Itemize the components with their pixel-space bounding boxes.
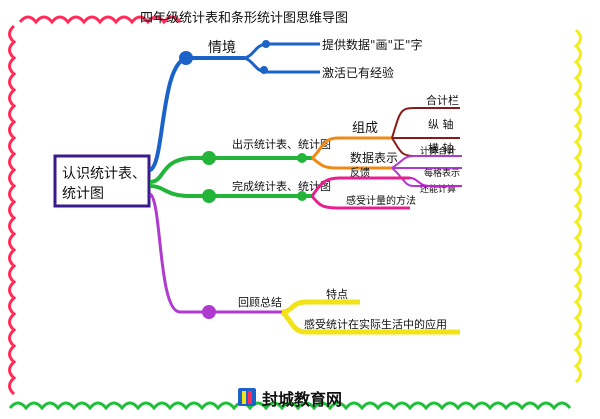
feel-measure-method: 感受计量的方法 (346, 194, 416, 207)
right-wavy-border (573, 28, 582, 384)
watermark-text: 封城教育网 (262, 390, 342, 409)
branch-read-chart-end-node (297, 153, 307, 163)
branch-complete-chart: 完成统计表、统计图 反馈 感受计量的方法 (232, 166, 462, 210)
situation-child-2: 激活已有经验 (322, 65, 394, 80)
branch-situation-label: 情境 (208, 40, 236, 56)
watermark-book-page-1 (242, 391, 246, 404)
review-yellow-fork (280, 299, 460, 335)
green-trunk (149, 156, 312, 198)
branch-complete-chart-end-node (297, 191, 307, 201)
review-child-feature: 特点 (326, 287, 348, 301)
central-node-line-1: 认识统计表、 (62, 166, 146, 182)
situation-child-2-node (260, 66, 268, 74)
part-horizontal-axis: 横 轴 (428, 141, 454, 155)
branch-review-connector (148, 192, 282, 314)
complete-chart-pink-fork (310, 176, 410, 210)
parts-label: 组成 (352, 121, 378, 136)
part-total-column: 合计栏 (426, 93, 459, 107)
branch-situation-node (179, 51, 193, 65)
situation-child-1: 提供数据"画"正"字 (322, 37, 423, 52)
data-items-fork (391, 155, 462, 187)
part-vertical-axis: 纵 轴 (428, 117, 454, 131)
watermark-book-logo (238, 388, 256, 406)
branch-review-label: 回顾总结 (238, 295, 282, 309)
data-item-per-cell: 每格表示 (424, 167, 460, 179)
watermark-book-page-2 (248, 391, 252, 404)
map-title: 四年级统计表和条形统计图思维导图 (140, 10, 348, 26)
branch-read-chart-label: 出示统计表、统计图 (232, 137, 331, 151)
bottom-wavy-border (8, 401, 572, 411)
watermark: 封城教育网 (238, 388, 342, 409)
branch-complete-chart-label: 完成统计表、统计图 (232, 179, 331, 193)
data-label: 数据表示 (350, 150, 398, 165)
feedback-label: 反馈 (350, 166, 370, 179)
left-wavy-border (8, 24, 17, 396)
branch-review: 回顾总结 特点 感受统计在实际生活中的应用 (148, 192, 460, 335)
data-item-calc-total: 计算合计 (420, 145, 456, 157)
branch-read-chart-node (202, 151, 216, 165)
central-node-line-2: 统计图 (62, 186, 104, 202)
central-node-box (53, 154, 151, 208)
read-chart-orange-fork (310, 136, 392, 170)
branch-situation: 情境 提供数据"画"正"字 激活已有经验 (148, 37, 423, 172)
branch-review-node (202, 305, 216, 319)
situation-child-1-node (262, 40, 270, 48)
branch-complete-chart-node (202, 189, 216, 203)
top-wavy-border (18, 15, 182, 25)
feedback-magenta-link (409, 177, 462, 187)
review-child-application: 感受统计在实际生活中的应用 (304, 317, 447, 331)
